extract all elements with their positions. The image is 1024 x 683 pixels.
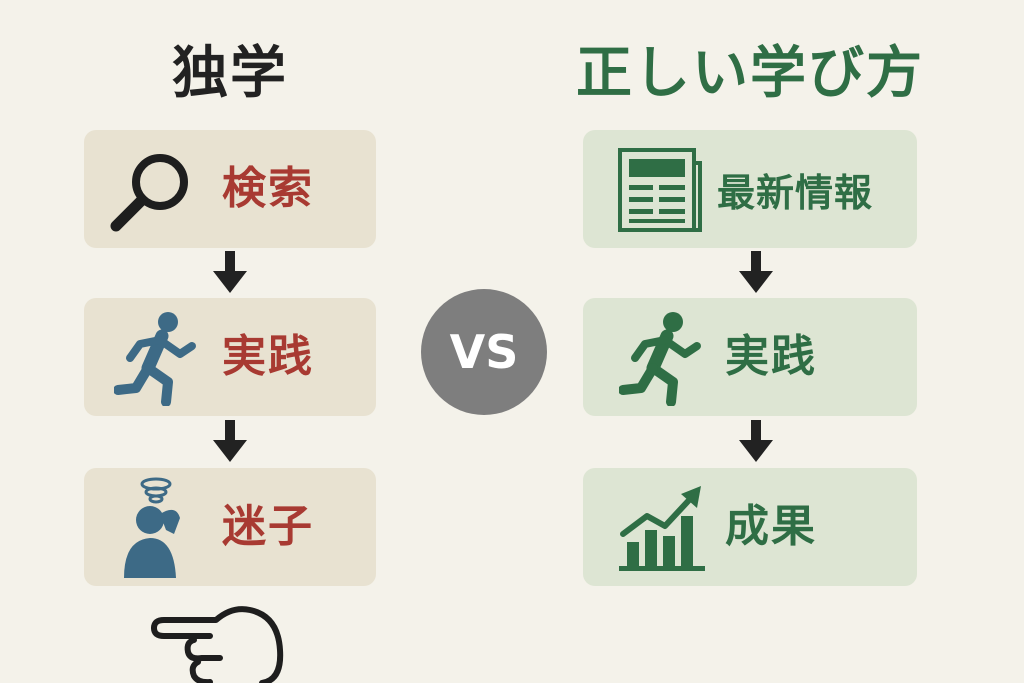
- newspaper-icon: [618, 148, 702, 232]
- down-arrow-icon: [739, 251, 773, 293]
- right-step-label: 成果: [725, 501, 817, 552]
- left-step-label: 検索: [222, 163, 314, 214]
- left-step-practice: 実践: [84, 298, 376, 416]
- right-step-label: 最新情報: [717, 171, 874, 215]
- running-person-icon: [114, 312, 196, 406]
- magnifier-icon: [110, 154, 188, 232]
- right-step-news: 最新情報: [583, 130, 917, 248]
- pointing-hand-icon: [151, 606, 284, 683]
- running-person-icon: [619, 312, 701, 406]
- right-step-practice: 実践: [583, 298, 917, 416]
- left-column-title: 独学: [172, 41, 288, 106]
- down-arrow-icon: [739, 420, 773, 462]
- left-step-label: 迷子: [222, 501, 314, 552]
- left-step-lost: 迷子: [84, 468, 376, 586]
- growth-chart-icon: [619, 486, 705, 571]
- left-step-search: 検索: [84, 130, 376, 248]
- down-arrow-icon: [213, 420, 247, 462]
- down-arrow-icon: [213, 251, 247, 293]
- left-step-label: 実践: [222, 331, 314, 382]
- right-column-title: 正しい学び方: [576, 41, 924, 106]
- vs-badge: VS: [421, 289, 547, 415]
- confused-person-icon: [124, 477, 180, 578]
- right-step-result: 成果: [583, 468, 917, 586]
- right-step-label: 実践: [725, 331, 817, 382]
